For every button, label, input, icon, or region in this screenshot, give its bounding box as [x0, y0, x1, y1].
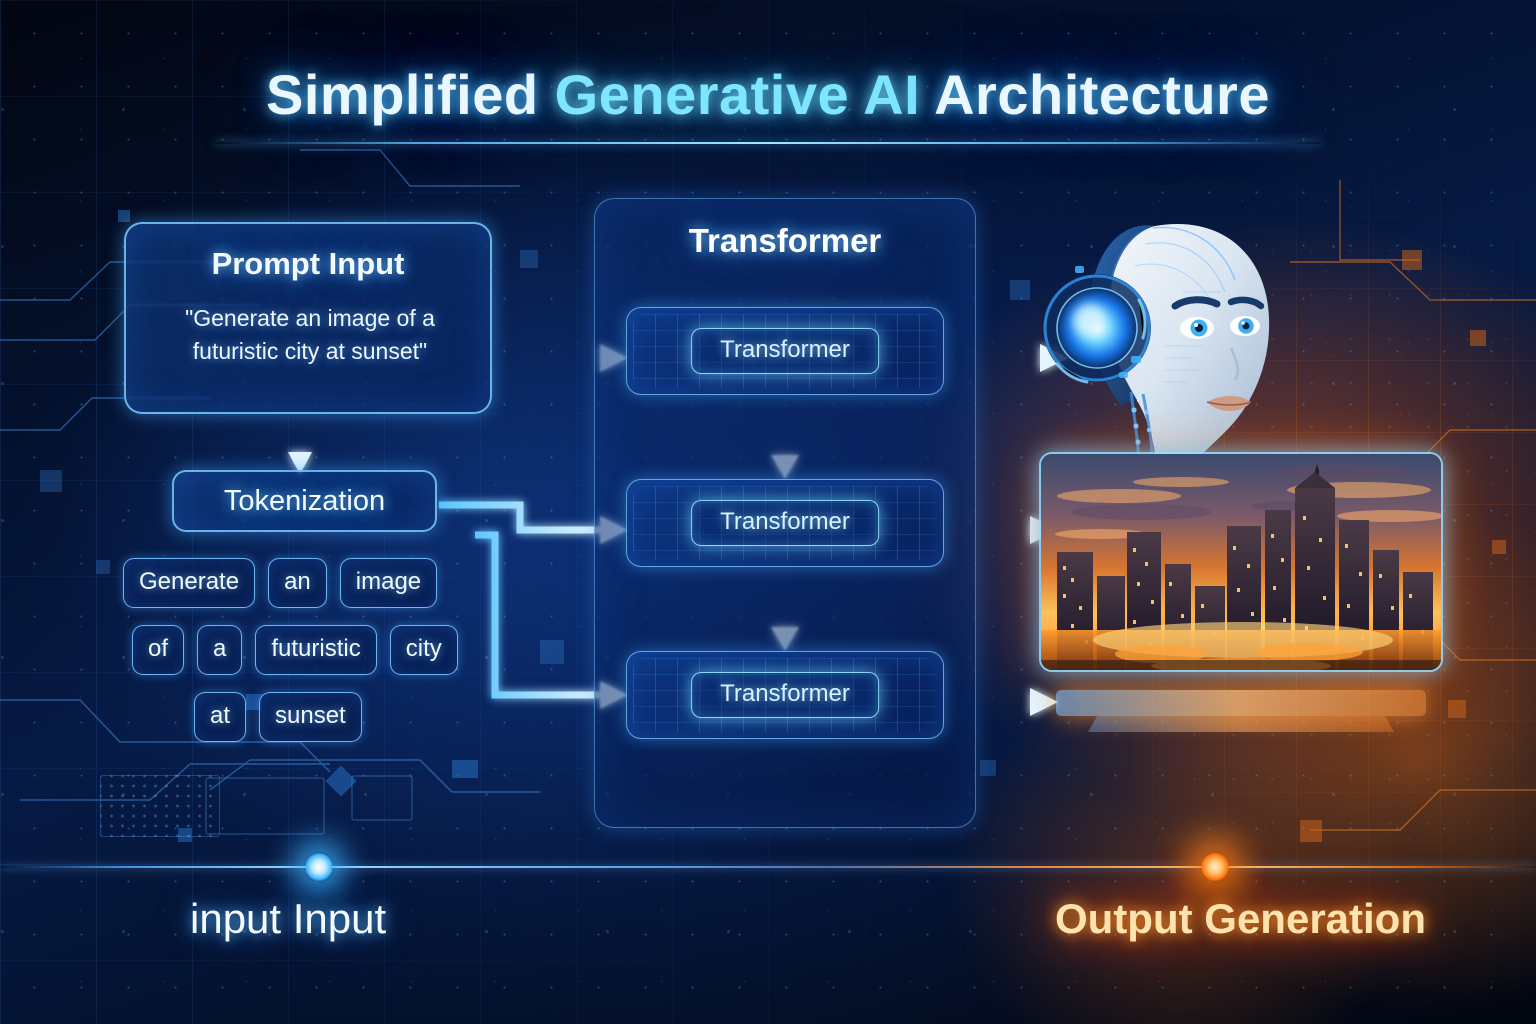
page-title: Simplified Generative AI Architecture — [0, 62, 1536, 127]
circuit-chip-decor — [100, 775, 220, 837]
transformer-block-label: Transformer — [691, 328, 879, 374]
token-chip[interactable]: futuristic — [255, 625, 377, 675]
title-tail: Architecture — [920, 63, 1270, 126]
transformer-block-1[interactable]: Transformer — [626, 307, 944, 395]
robot-eye-right — [1230, 316, 1260, 336]
robot-lips — [1207, 396, 1251, 411]
robot-eye-left — [1180, 317, 1214, 339]
title-lead: Simplified — [266, 63, 555, 126]
token-chip[interactable]: sunset — [259, 692, 362, 742]
generated-city-sunset-image — [1041, 454, 1441, 670]
transformer-block-label: Transformer — [691, 672, 879, 718]
transformer-block-2[interactable]: Transformer — [626, 479, 944, 567]
input-node-icon — [304, 852, 334, 882]
token-chip[interactable]: image — [339, 558, 438, 608]
robot-eyebrow-left — [1171, 296, 1221, 310]
input-output-axis — [0, 866, 1536, 868]
tokenization-box[interactable]: Tokenization — [172, 470, 437, 532]
transformer-block-label: Transformer — [691, 500, 879, 546]
title-underline — [215, 142, 1320, 144]
ai-robot-head — [1043, 224, 1270, 473]
robot-nose — [1229, 347, 1240, 381]
token-chip[interactable]: an — [268, 558, 327, 608]
monitor-base-top — [1056, 690, 1426, 716]
token-chip[interactable]: city — [389, 625, 458, 675]
transformer-heading: Transformer — [688, 222, 882, 259]
prompt-input-box[interactable]: Prompt Input "Generate an image of a fut… — [124, 222, 492, 414]
token-chip[interactable]: of — [132, 625, 185, 675]
output-axis-label: Output Generation — [1055, 895, 1426, 942]
title-accent: Generative AI — [554, 63, 921, 126]
input-axis-label: input Input — [190, 895, 387, 942]
arrow-tokenization-to-transformer-2 — [439, 501, 600, 534]
output-monitor — [1036, 452, 1446, 752]
token-row: Generate an image — [118, 558, 538, 608]
token-list: Generate an image of a futuristic city a… — [118, 558, 538, 759]
prompt-input-heading: Prompt Input — [211, 246, 405, 281]
token-row: of a futuristic city — [118, 625, 538, 675]
token-chip[interactable]: Generate — [123, 558, 256, 608]
transformer-block-3[interactable]: Transformer — [626, 651, 944, 739]
tokenization-heading: Tokenization — [223, 485, 386, 517]
robot-eyebrow-right — [1227, 296, 1265, 310]
output-node-icon — [1200, 852, 1230, 882]
prompt-input-value: "Generate an image of a futuristic city … — [185, 305, 435, 364]
monitor-stand — [1088, 716, 1394, 732]
token-chip[interactable]: at — [194, 692, 247, 742]
token-chip[interactable]: a — [197, 625, 243, 675]
generated-image-screen[interactable] — [1039, 452, 1443, 672]
token-row: at sunset — [118, 692, 538, 742]
